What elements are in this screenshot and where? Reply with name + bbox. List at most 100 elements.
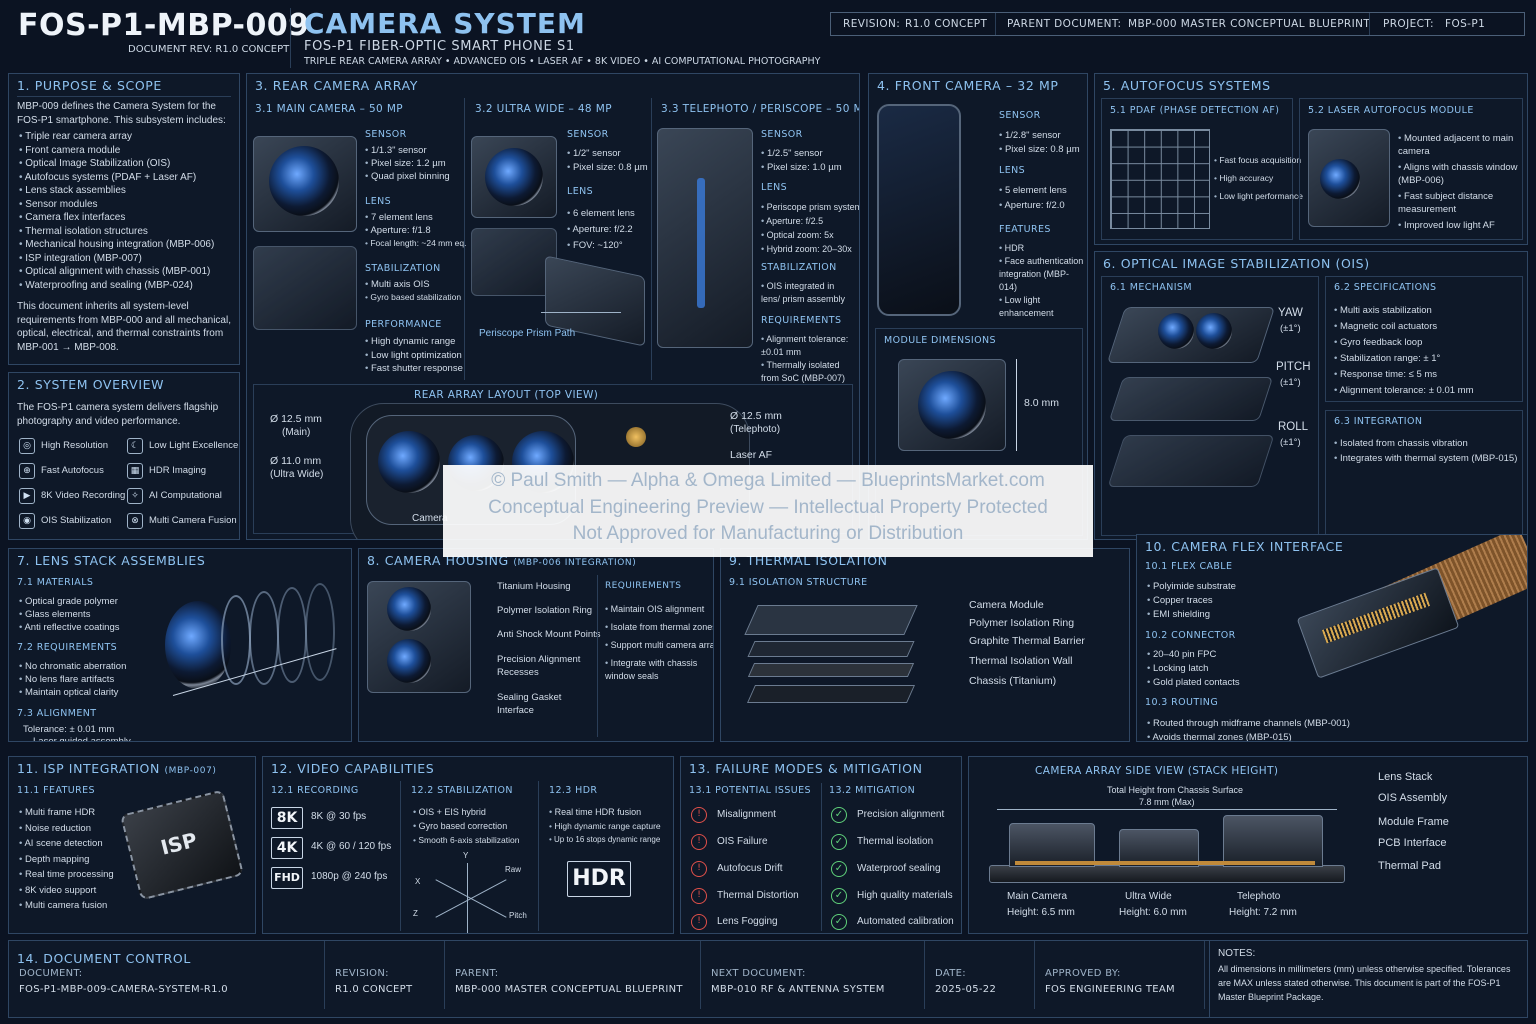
mechanism-title: 6.1 MECHANISM: [1110, 282, 1192, 293]
section-title: 10. CAMERA FLEX INTERFACE: [1145, 539, 1344, 554]
list-item: Depth mapping: [19, 852, 114, 868]
moon-icon: ☾: [127, 438, 143, 454]
doc-field-value: R1.0 CONCEPT: [335, 984, 413, 995]
main-camera-base: [253, 246, 357, 330]
axis-z-label: Z: [413, 909, 418, 918]
roll-label: ROLL: [1278, 421, 1309, 433]
axis-line-vertical: [467, 863, 468, 933]
list-item: Fast subject distance measurement: [1398, 191, 1522, 216]
dimension-line: [1016, 359, 1017, 451]
main-lens-topview: [378, 431, 440, 493]
main-note: (Main): [282, 427, 311, 438]
housing-lens-top: [387, 587, 431, 631]
list-item: Maintain OIS alignment: [605, 603, 713, 616]
system-overview-panel: 2. SYSTEM OVERVIEW The FOS-P1 camera sys…: [8, 372, 240, 540]
list-item: Alignment tolerance: ±0.01 mm: [761, 333, 857, 359]
list-item: Aligns with chassis window (MBP-006): [1398, 162, 1522, 187]
module-dim-value: 8.0 mm: [1024, 397, 1060, 409]
camera-label: Camera: [412, 513, 448, 524]
check-icon: ✓: [831, 834, 847, 850]
list-item: Sensor modules: [19, 198, 214, 212]
parent-key: PARENT DOCUMENT:: [1007, 18, 1122, 30]
doc-field-value: MBP-010 RF & ANTENNA SYSTEM: [711, 984, 885, 995]
stabilization-heading: STABILIZATION: [365, 263, 441, 274]
copyright-watermark: © Paul Smith — Alpha & Omega Limited — B…: [443, 465, 1093, 557]
page-title: CAMERA SYSTEM: [304, 7, 586, 40]
side-camera-height: Height: 7.2 mm: [1229, 907, 1297, 918]
section-title: 11. ISP INTEGRATION (MBP-007): [17, 761, 217, 776]
sensor-heading: SENSOR: [999, 110, 1041, 121]
isp-integration-panel: 11. ISP INTEGRATION (MBP-007) 11.1 FEATU…: [8, 756, 256, 934]
thermal-pad-strip: [1015, 861, 1315, 865]
document-control-panel: 14. DOCUMENT CONTROL DOCUMENT: FOS-P1-MB…: [8, 940, 1528, 1018]
housing-label: Anti Shock Mount Points: [497, 629, 601, 640]
thermal-label: Thermal Isolation Wall: [969, 655, 1073, 667]
side-base-plate: [989, 865, 1345, 883]
list-item: Stabilization range: ± 1°: [1334, 351, 1474, 367]
list-item: Low light optimization: [365, 349, 463, 363]
warning-icon: !: [691, 861, 707, 877]
main-camera-side-stack: [1009, 823, 1095, 867]
feature-label: Low Light Excellence: [149, 440, 239, 451]
hdr-box: 12.3 HDR Real time HDR fusion High dynam…: [543, 781, 673, 931]
watermark-line: Conceptual Engineering Preview — Intelle…: [488, 496, 1048, 518]
ai-icon: ✧: [127, 488, 143, 504]
thermal-label: Chassis (Titanium): [969, 675, 1057, 687]
rear-camera-panel: 3. REAR CAMERA ARRAY 3.1 MAIN CAMERA – 5…: [246, 73, 860, 540]
doc-field: NEXT DOCUMENT: MBP-010 RF & ANTENNA SYST…: [701, 941, 925, 1009]
side-view-title: CAMERA ARRAY SIDE VIEW (STACK HEIGHT): [1035, 765, 1279, 777]
performance-heading: PERFORMANCE: [365, 319, 442, 330]
list-item: High accuracy: [1214, 169, 1303, 187]
ois-panel: 6. OPTICAL IMAGE STABILIZATION (OIS) 6.1…: [1094, 251, 1528, 540]
side-camera-name: Telephoto: [1237, 891, 1281, 902]
doc-field-value: FOS-P1-MBP-009-CAMERA-SYSTEM-R1.0: [19, 984, 228, 995]
list-item: Triple rear camera array: [19, 130, 214, 144]
housing-lens-bottom: [387, 639, 431, 683]
focus-icon: ⊕: [19, 463, 35, 479]
feature-label: 8K Video Recording: [41, 490, 126, 501]
side-camera-name: Main Camera: [1007, 891, 1068, 902]
lens-stack-panel: 7. LENS STACK ASSEMBLIES 7.1 MATERIALS O…: [8, 548, 352, 742]
feature-label: Fast Autofocus: [41, 465, 104, 476]
list-item: Integrates with thermal system (MBP-015): [1334, 452, 1520, 467]
list-item: Multi axis OIS: [365, 278, 461, 291]
list-item: Hybrid zoom: 20–30x: [761, 242, 859, 256]
front-sensor-list: 1/2.8" sensor Pixel size: 0.8 µm: [999, 129, 1080, 157]
list-item: Up to 16 stops dynamic range: [549, 833, 661, 847]
issue-label: Lens Fogging: [717, 916, 778, 927]
thermal-layer-4: [746, 685, 916, 703]
resolution-icon: ◎: [19, 438, 35, 454]
list-item: Gyro based correction: [413, 819, 519, 833]
video-stab-list: OIS + EIS hybrid Gyro based correction S…: [413, 805, 519, 847]
total-height-label: Total Height from Chassis Surface: [1107, 785, 1244, 795]
feature-label: HDR Imaging: [149, 465, 207, 476]
tele-req-list: Alignment tolerance: ±0.01 mm Thermally …: [761, 333, 857, 385]
housing-label: Titanium Housing: [497, 581, 571, 592]
housing-req-list: Maintain OIS alignment Isolate from ther…: [605, 603, 713, 683]
main-sensor-list: 1/1.3" sensor Pixel size: 1.2 µm Quad pi…: [365, 144, 450, 183]
front-camera-panel: 4. FRONT CAMERA – 32 MP SENSOR 1/2.8" se…: [868, 73, 1088, 540]
doc-field: PARENT: MBP-000 MASTER CONCEPTUAL BLUEPR…: [445, 941, 701, 1009]
ois-integration-box: 6.3 INTEGRATION Isolated from chassis vi…: [1325, 410, 1523, 536]
recording-title: 12.1 RECORDING: [271, 785, 359, 796]
list-item: Aperture: f/2.2: [567, 222, 635, 238]
list-item: 6 element lens: [567, 206, 635, 222]
lens-heading: LENS: [365, 196, 392, 207]
requirements-title: 7.2 REQUIREMENTS: [17, 642, 118, 653]
list-item: Maintain optical clarity: [19, 686, 126, 699]
purpose-outro: This document inherits all system-level …: [17, 301, 231, 353]
list-item: Quad pixel binning: [365, 170, 450, 183]
list-item: Response time: ≤ 5 ms: [1334, 367, 1474, 383]
pdaf-title: 5.1 PDAF (PHASE DETECTION AF): [1110, 105, 1280, 116]
isp-chip-label: ISP: [158, 827, 200, 860]
doc-field-key: REVISION:: [335, 968, 389, 979]
ultrawide-title: 3.2 ULTRA WIDE – 48 MP: [475, 103, 612, 115]
housing-label: Precision Alignment Recesses: [497, 654, 581, 678]
list-item: 7 element lens: [365, 211, 467, 224]
lens-heading: LENS: [567, 186, 594, 197]
tele-diameter: Ø 12.5 mm: [730, 410, 782, 422]
pdaf-box: 5.1 PDAF (PHASE DETECTION AF) Fast focus…: [1101, 98, 1303, 240]
list-item: OIS + EIS hybrid: [413, 805, 519, 819]
list-item: 1/2.8" sensor: [999, 129, 1080, 143]
list-item: Avoids thermal zones (MBP-015): [1147, 731, 1350, 741]
